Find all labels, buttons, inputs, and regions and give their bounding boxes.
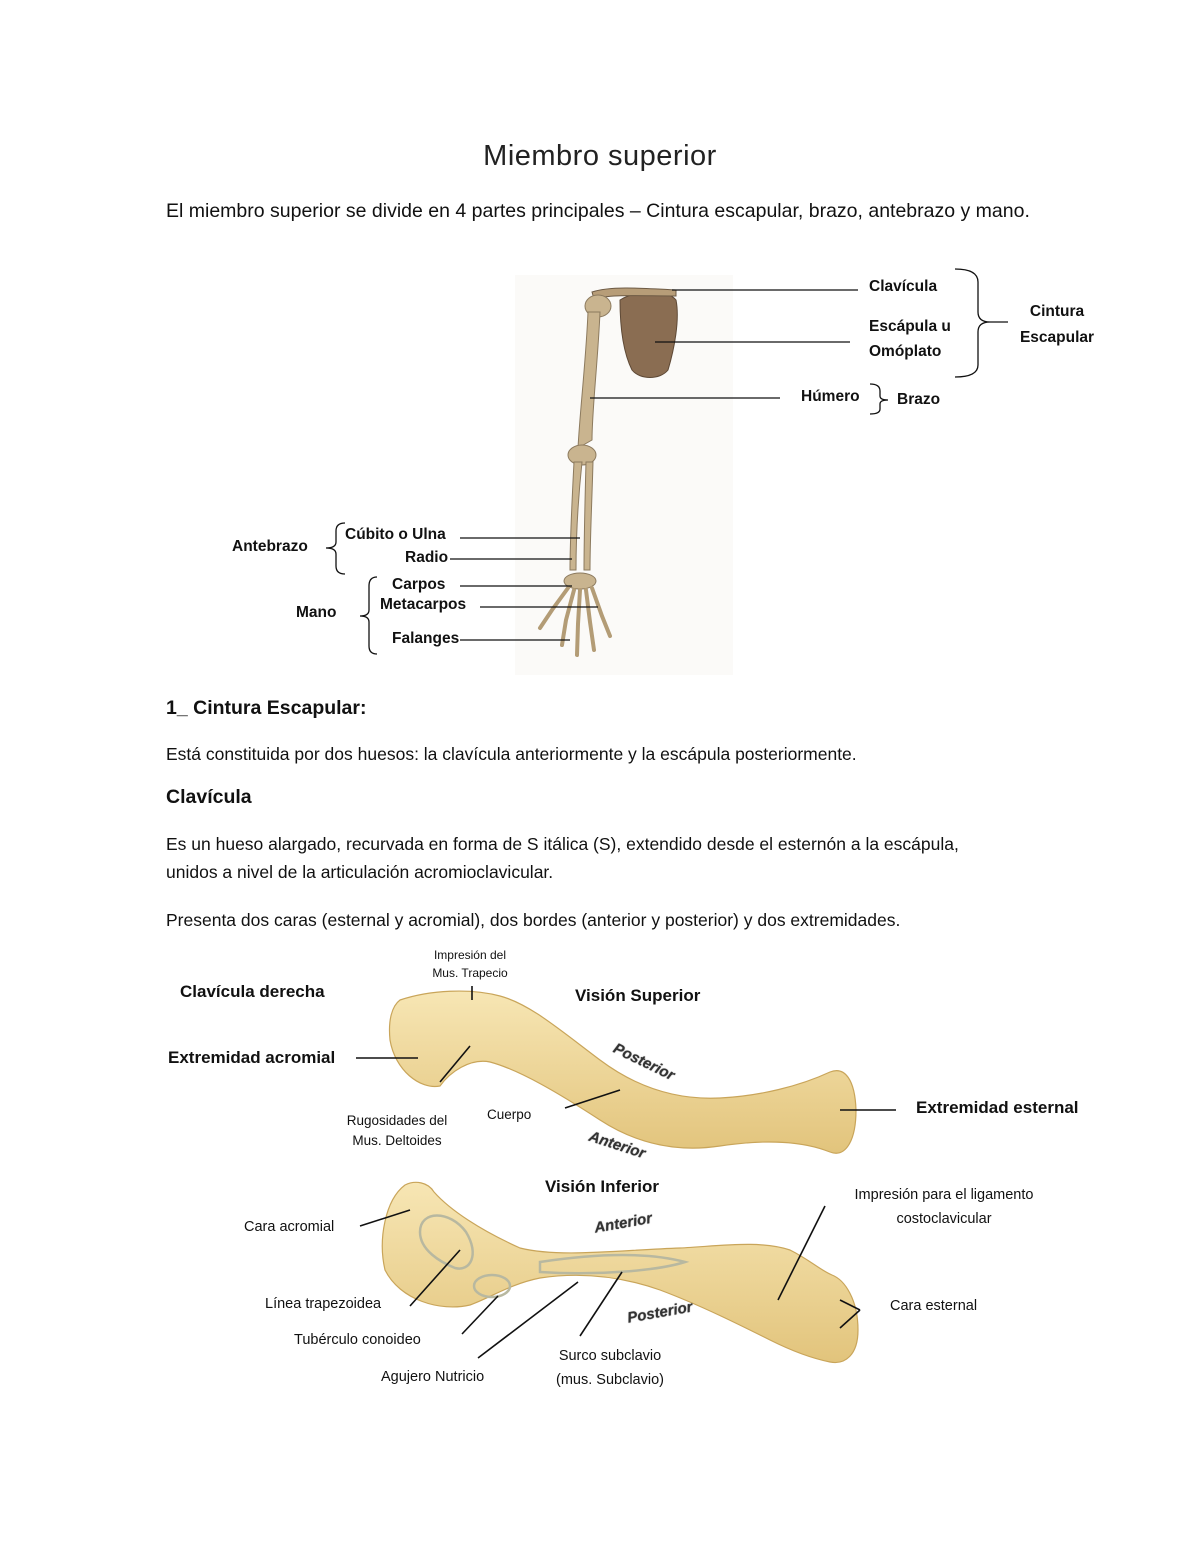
radius-shape bbox=[583, 461, 594, 571]
label-cuerpo: Cuerpo bbox=[487, 1107, 532, 1122]
label-brazo: Brazo bbox=[897, 391, 941, 408]
section-cintura-text: Está constituida por dos huesos: la clav… bbox=[166, 744, 857, 764]
section-heading-cintura: 1_ Cintura Escapular: bbox=[166, 697, 367, 719]
label-vision-inferior: Visión Inferior bbox=[545, 1177, 659, 1196]
label-cintura: Cintura bbox=[1029, 303, 1085, 320]
clavicle-shape bbox=[591, 287, 677, 300]
label-surco-subclavio-2: (mus. Subclavio) bbox=[556, 1372, 664, 1388]
label-extremidad-acromial: Extremidad acromial bbox=[168, 1048, 336, 1067]
ulna-shape bbox=[569, 461, 583, 571]
clavicula-paragraph-2: Presenta dos caras (esternal y acromial)… bbox=[166, 910, 901, 930]
intro-paragraph: El miembro superior se divide en 4 parte… bbox=[166, 200, 1030, 222]
arm-braces bbox=[325, 268, 1008, 655]
label-falanges: Falanges bbox=[392, 630, 460, 647]
label-metacarpos: Metacarpos bbox=[380, 596, 467, 613]
label-cara-acromial: Cara acromial bbox=[244, 1219, 335, 1235]
label-agujero-nutricio: Agujero Nutricio bbox=[381, 1369, 485, 1385]
page-title: Miembro superior bbox=[483, 140, 717, 172]
label-surco-subclavio-1: Surco subclavio bbox=[558, 1348, 662, 1364]
label-impresion-trapecio-1: Impresión del bbox=[433, 948, 507, 962]
clavicle-superior-shape bbox=[388, 990, 857, 1154]
label-rugosidades-2: Mus. Deltoides bbox=[352, 1133, 442, 1148]
label-extremidad-esternal: Extremidad esternal bbox=[916, 1098, 1079, 1117]
label-tuberculo-conoideo: Tubérculo conoideo bbox=[294, 1332, 421, 1348]
clavicle-leader-lines bbox=[356, 986, 896, 1359]
section-heading-clavicula: Clavícula bbox=[166, 786, 252, 808]
clavicle-figure-title: Clavícula derecha bbox=[180, 982, 325, 1001]
inferior-features bbox=[418, 1214, 690, 1299]
label-impresion-trapecio-2: Mus. Trapecio bbox=[432, 966, 508, 980]
label-mano: Mano bbox=[296, 604, 337, 621]
label-impresion-ligamento-2: costoclavicular bbox=[896, 1211, 992, 1227]
humerus-shaft bbox=[577, 311, 601, 449]
label-vision-superior: Visión Superior bbox=[575, 986, 701, 1005]
label-clavicula: Clavícula bbox=[869, 278, 938, 295]
label-linea-trapezoidea: Línea trapezoidea bbox=[265, 1296, 382, 1312]
label-omoplato: Omóplato bbox=[869, 343, 942, 360]
arm-leader-lines bbox=[450, 289, 858, 641]
label-escapular: Escapular bbox=[1019, 329, 1095, 346]
label-cubito: Cúbito o Ulna bbox=[345, 526, 446, 543]
label-antebrazo: Antebrazo bbox=[232, 538, 308, 555]
label-humero: Húmero bbox=[801, 388, 860, 405]
hand-bones bbox=[538, 586, 612, 657]
clavicula-paragraph-line1: Es un hueso alargado, recurvada en forma… bbox=[166, 834, 959, 854]
label-cara-esternal: Cara esternal bbox=[890, 1298, 978, 1314]
clavicula-paragraph-line2: unidos a nivel de la articulación acromi… bbox=[166, 862, 554, 882]
label-escapula: Escápula u bbox=[869, 318, 951, 335]
label-radio: Radio bbox=[405, 549, 449, 566]
label-carpos: Carpos bbox=[392, 576, 446, 593]
label-impresion-ligamento-1: Impresión para el ligamento bbox=[854, 1187, 1034, 1203]
label-rugosidades-1: Rugosidades del bbox=[346, 1113, 448, 1128]
